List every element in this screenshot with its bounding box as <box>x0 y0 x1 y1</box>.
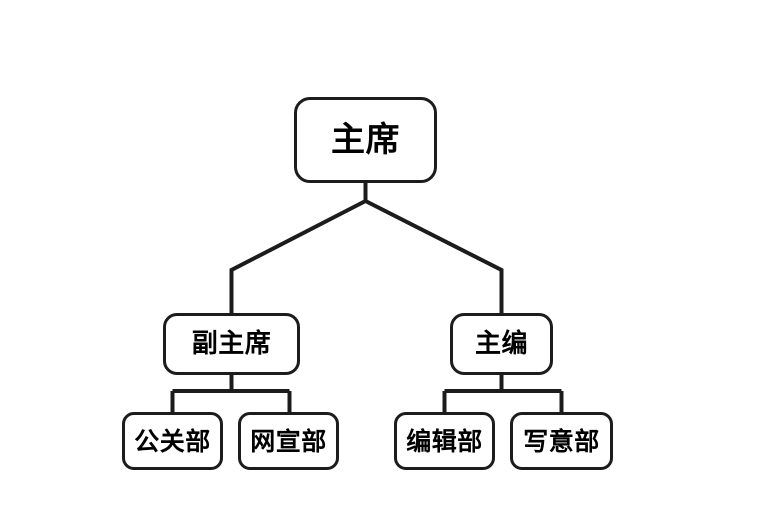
node-chief-editor[interactable]: 主编 <box>450 313 553 375</box>
node-vice-chairman[interactable]: 副主席 <box>163 313 300 375</box>
edge-root-to-vice-chair <box>229 199 367 313</box>
node-chief-editor-label: 主编 <box>474 329 528 359</box>
node-vice-chairman-label: 副主席 <box>191 329 272 359</box>
node-freehand-dept-label: 写意部 <box>523 426 600 456</box>
node-chairman-label: 主席 <box>331 120 400 160</box>
node-pr-dept[interactable]: 公关部 <box>122 412 223 470</box>
node-freehand-dept[interactable]: 写意部 <box>510 412 613 470</box>
node-chairman[interactable]: 主席 <box>294 97 437 183</box>
node-web-promo-dept-label: 网宣部 <box>250 426 327 456</box>
node-editorial-dept-label: 编辑部 <box>406 426 483 456</box>
node-pr-dept-label: 公关部 <box>134 426 211 456</box>
node-web-promo-dept[interactable]: 网宣部 <box>238 412 339 470</box>
edge-root-to-chief-editor <box>364 199 504 313</box>
node-editorial-dept[interactable]: 编辑部 <box>394 412 495 470</box>
